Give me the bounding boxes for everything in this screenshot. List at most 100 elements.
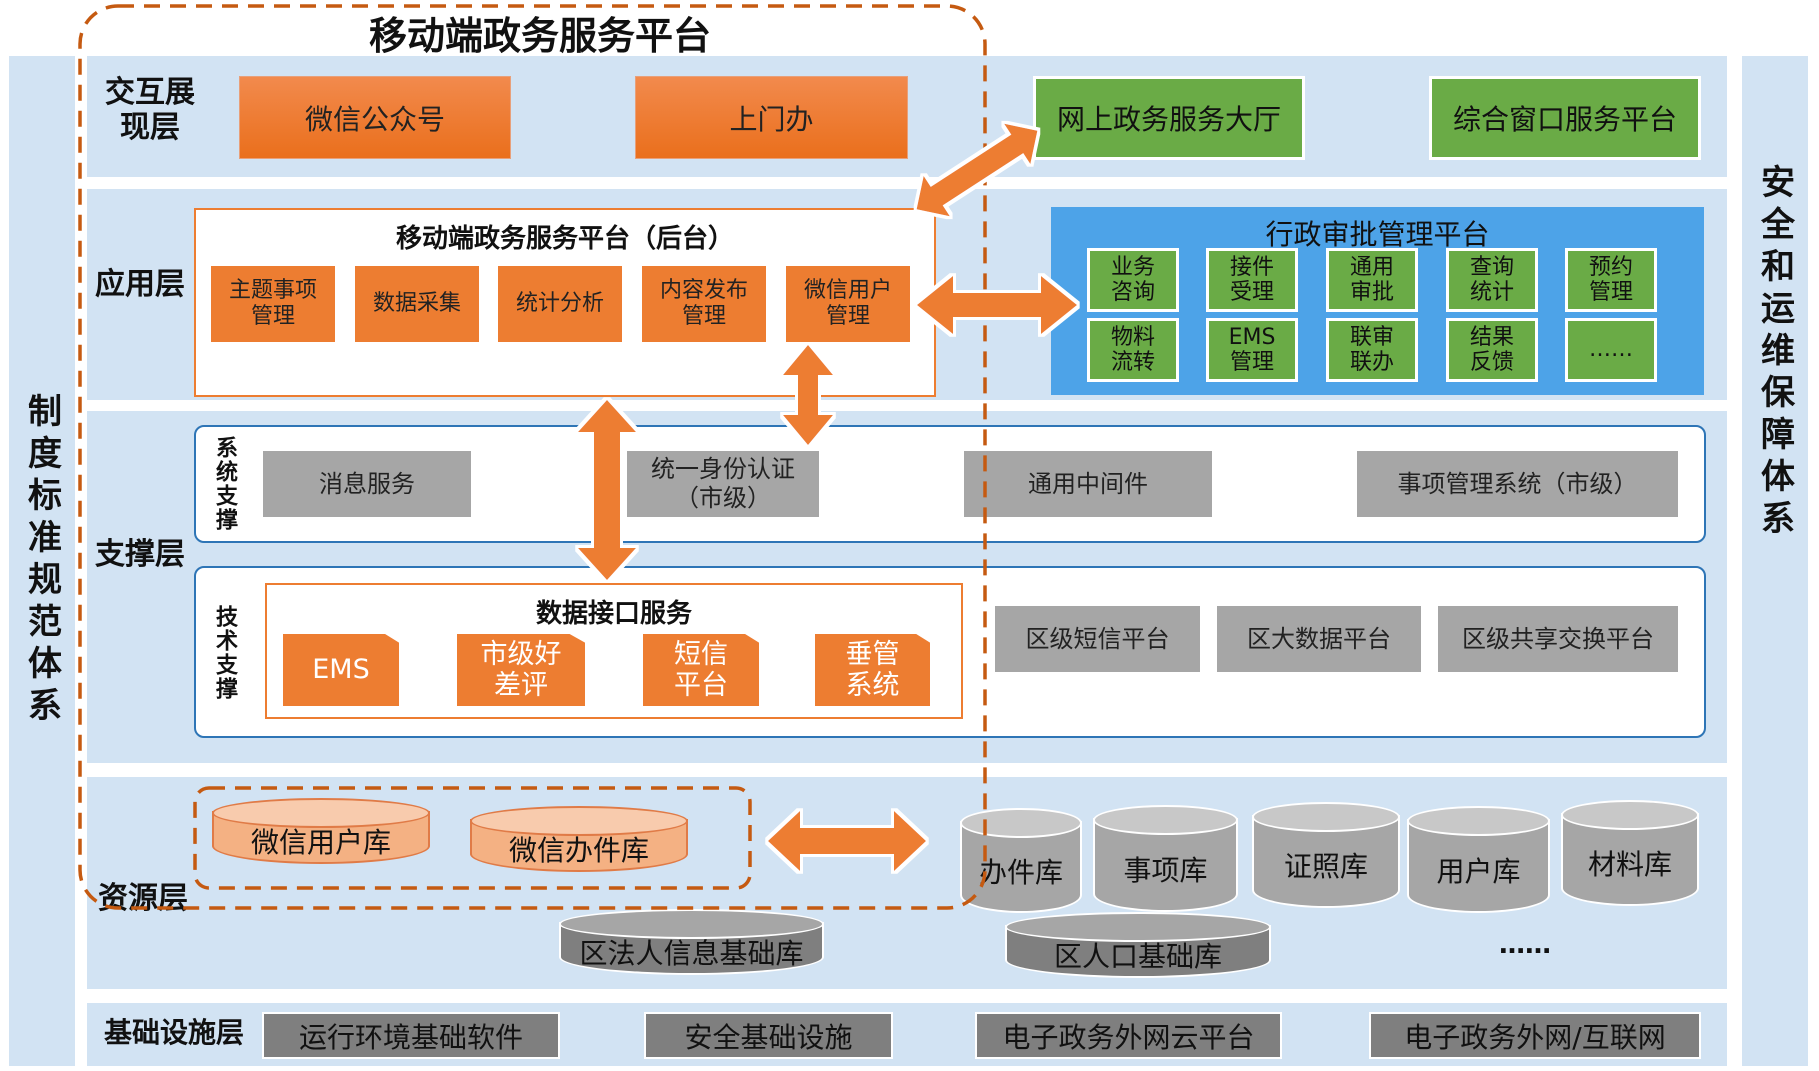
approval-item-line1: 查询 xyxy=(1469,254,1514,280)
interface-item-ems[interactable]: EMS xyxy=(283,634,399,706)
approval-item[interactable]: 预约管理 xyxy=(1565,248,1657,312)
system-item-unified-auth[interactable]: 统一身份认证 （市级） xyxy=(627,451,819,517)
interface-item-sms-platform[interactable]: 短信 平台 xyxy=(643,634,759,706)
data-interface-title: 数据接口服务 xyxy=(535,599,692,629)
db-wechat-user[interactable]: 微信用户库 xyxy=(212,798,430,864)
db-legal-person[interactable]: 区法人信息基础库 xyxy=(559,909,824,975)
interaction-layer-label-line1: 交互展 xyxy=(105,75,195,110)
interaction-layer-label: 交互展 现层 xyxy=(90,75,210,145)
interface-item-line2: 系统 xyxy=(845,670,900,701)
db-case[interactable]: 办件库 xyxy=(960,808,1082,913)
online-service-hall-box[interactable]: 网上政务服务大厅 xyxy=(1033,76,1305,160)
interface-item-line1: 市级好 xyxy=(480,638,562,670)
approval-item[interactable]: 物料流转 xyxy=(1087,318,1179,382)
db-material[interactable]: 材料库 xyxy=(1561,800,1699,906)
backend-item-line1: 微信用户 xyxy=(803,277,892,303)
backend-item-topic-management[interactable]: 主题事项 管理 xyxy=(211,266,335,342)
backend-item-wechat-user-management[interactable]: 微信用户 管理 xyxy=(786,266,910,342)
cylinder-top xyxy=(1252,802,1400,832)
infra-item-runtime-software[interactable]: 运行环境基础软件 xyxy=(262,1012,560,1059)
cylinder-top xyxy=(1093,805,1238,835)
application-layer-label: 应用层 xyxy=(95,267,185,302)
approval-item[interactable]: 通用审批 xyxy=(1326,248,1418,312)
tech-item-district-sms[interactable]: 区级短信平台 xyxy=(995,606,1200,672)
approval-item[interactable]: …… xyxy=(1565,318,1657,382)
interface-item-city-rating[interactable]: 市级好 差评 xyxy=(457,634,585,706)
cylinder-label: 微信办件库 xyxy=(508,834,649,867)
approval-item[interactable]: 联审联办 xyxy=(1326,318,1418,382)
approval-item-line2: 受理 xyxy=(1229,280,1274,305)
interaction-layer-label-line2: 现层 xyxy=(120,109,180,145)
approval-item-line1: 联审 xyxy=(1349,324,1394,350)
system-item-line1: 消息服务 xyxy=(319,469,415,498)
right-sidebar-label: 安全和运维保障体系 xyxy=(1754,164,1795,542)
cylinder-label: 办件库 xyxy=(978,855,1063,889)
mobile-backend-title: 移动端政务服务平台（后台） xyxy=(395,224,734,254)
approval-item-line1: 接件 xyxy=(1229,254,1274,280)
wechat-official-account-box[interactable]: 微信公众号 xyxy=(239,76,511,159)
backend-item-statistics[interactable]: 统计分析 xyxy=(498,266,622,342)
db-wechat-case[interactable]: 微信办件库 xyxy=(470,806,688,872)
approval-item-line1: 结果 xyxy=(1469,324,1514,350)
cylinder-label: 事项库 xyxy=(1123,853,1208,887)
approval-item-line2: 流转 xyxy=(1110,350,1155,375)
system-item-line1: 事项管理系统（市级） xyxy=(1397,469,1638,498)
cylinder-top xyxy=(559,909,824,939)
approval-item[interactable]: 查询统计 xyxy=(1446,248,1538,312)
approval-item[interactable]: 结果反馈 xyxy=(1446,318,1538,382)
backend-item-data-collection[interactable]: 数据采集 xyxy=(355,266,479,342)
system-support-label: 系统支撑 xyxy=(212,436,237,532)
approval-item[interactable]: 业务咨询 xyxy=(1087,248,1179,312)
approval-item-line2: 审批 xyxy=(1349,280,1394,305)
infrastructure-layer-label: 基础设施层 xyxy=(103,1016,244,1049)
interface-item-line1: EMS xyxy=(312,654,370,686)
interface-item-vertical-system[interactable]: 垂管 系统 xyxy=(815,634,930,706)
backend-item-line1: 数据采集 xyxy=(372,290,461,316)
approval-item-line2: 管理 xyxy=(1229,350,1274,375)
infra-item-security[interactable]: 安全基础设施 xyxy=(644,1012,893,1059)
approval-item-line1: 通用 xyxy=(1349,254,1394,280)
window-service-platform-box[interactable]: 综合窗口服务平台 xyxy=(1429,76,1701,160)
approval-item-line1: 物料 xyxy=(1110,324,1155,350)
system-item-middleware[interactable]: 通用中间件 xyxy=(964,451,1212,517)
cylinder-label: 证照库 xyxy=(1283,850,1368,883)
left-sidebar-label: 制度标准规范体系 xyxy=(21,393,62,729)
approval-item-line2: 咨询 xyxy=(1110,280,1155,305)
backend-item-content-publishing[interactable]: 内容发布 管理 xyxy=(642,266,766,342)
db-matter[interactable]: 事项库 xyxy=(1093,805,1238,912)
cylinder-top xyxy=(1407,806,1550,836)
interface-item-line1: 短信 xyxy=(674,638,728,670)
system-item-line1: 通用中间件 xyxy=(1028,469,1148,498)
db-population[interactable]: 区人口基础库 xyxy=(1005,912,1271,978)
approval-item-line1: EMS xyxy=(1228,324,1276,350)
db-license[interactable]: 证照库 xyxy=(1252,802,1400,908)
approval-item-line2: 联办 xyxy=(1349,350,1394,375)
backend-item-line2: 管理 xyxy=(250,304,295,329)
db-user[interactable]: 用户库 xyxy=(1407,806,1550,913)
tech-item-district-bigdata[interactable]: 区大数据平台 xyxy=(1217,606,1421,672)
cylinder-label: 微信用户库 xyxy=(250,826,391,859)
infra-item-cloud-platform[interactable]: 电子政务外网云平台 xyxy=(975,1012,1282,1059)
cylinder-top xyxy=(1561,800,1699,830)
approval-item-line2: 管理 xyxy=(1588,280,1633,305)
approval-item-line1: 预约 xyxy=(1588,254,1633,280)
system-item-line1: 统一身份认证 xyxy=(651,455,795,484)
backend-item-line1: 统计分析 xyxy=(515,290,604,316)
resource-more: …… xyxy=(1499,930,1551,960)
approval-item-line2: 反馈 xyxy=(1469,350,1514,375)
support-layer-label: 支撑层 xyxy=(95,537,185,572)
interface-item-line2: 平台 xyxy=(674,670,728,701)
page-title: 移动端政务服务平台 xyxy=(368,13,711,58)
tech-support-label: 技术支撑 xyxy=(212,605,237,701)
infra-item-external-network[interactable]: 电子政务外网/互联网 xyxy=(1369,1012,1701,1059)
system-item-matter-management[interactable]: 事项管理系统（市级） xyxy=(1357,451,1678,517)
backend-item-line2: 管理 xyxy=(825,304,870,329)
interface-item-line1: 垂管 xyxy=(845,638,900,670)
system-item-message-service[interactable]: 消息服务 xyxy=(263,451,471,517)
approval-platform-title: 行政审批管理平台 xyxy=(1265,218,1490,251)
tech-item-district-exchange[interactable]: 区级共享交换平台 xyxy=(1438,606,1678,672)
door-service-box[interactable]: 上门办 xyxy=(635,76,908,159)
approval-item[interactable]: 接件受理 xyxy=(1206,248,1298,312)
approval-item-line1: 业务 xyxy=(1110,254,1155,280)
